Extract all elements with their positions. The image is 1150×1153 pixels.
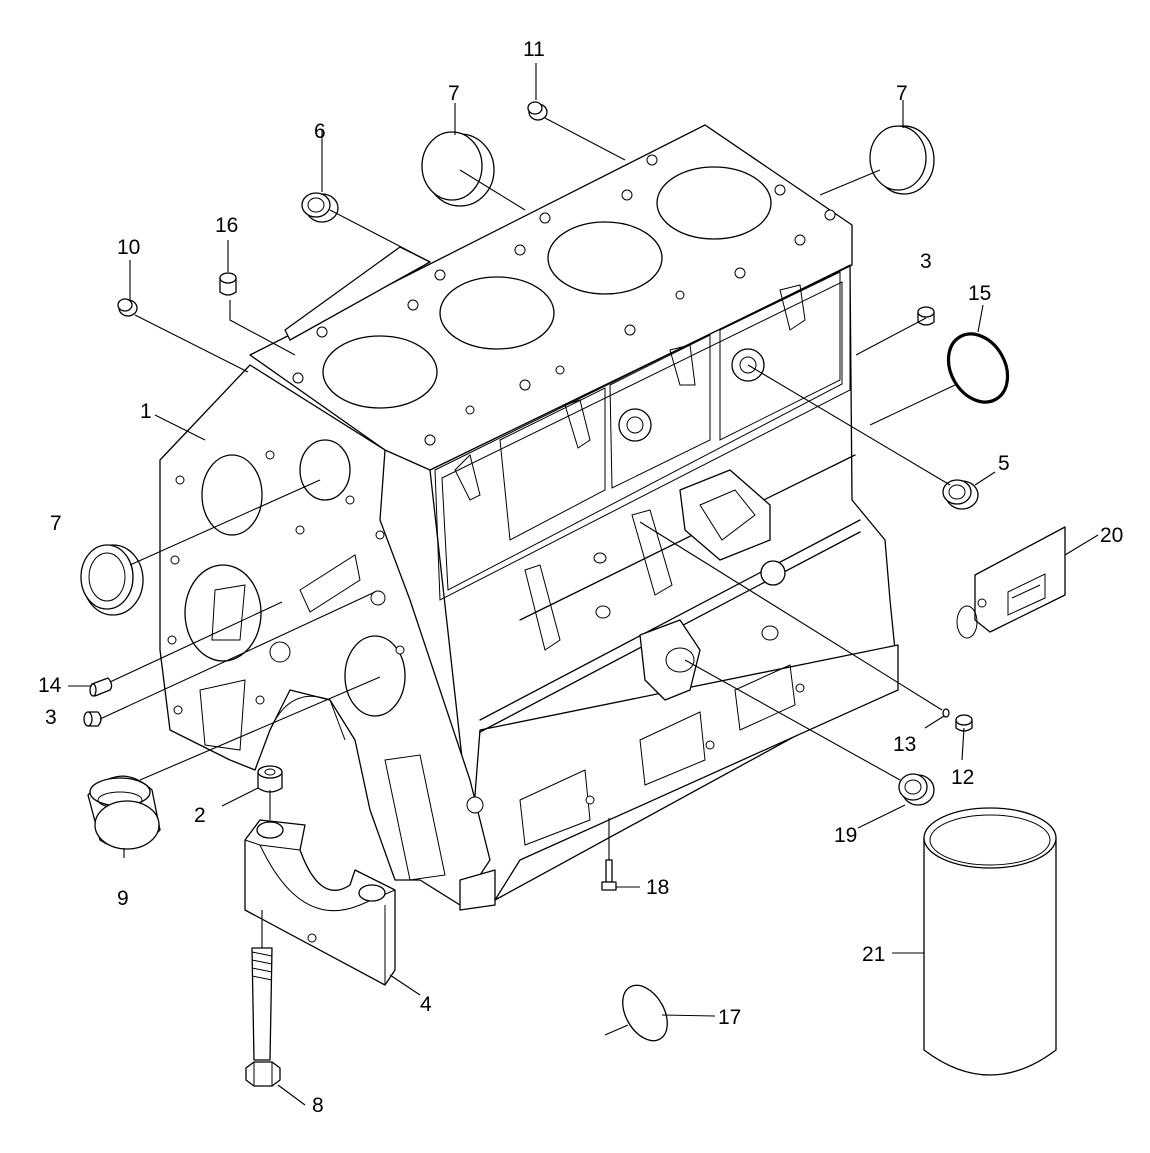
part-3-plug-left xyxy=(83,711,102,727)
callout-6: 6 xyxy=(314,120,326,143)
part-15-o-ring xyxy=(946,332,1010,404)
deck-bolt-holes xyxy=(292,154,836,446)
callout-7-top: 7 xyxy=(448,82,460,105)
part-21-cylinder-liner xyxy=(923,807,1057,1076)
callout-20: 20 xyxy=(1100,524,1123,547)
part-3-plug-right xyxy=(917,306,935,326)
part-10-plug xyxy=(117,298,138,317)
part-11-plug xyxy=(527,101,548,121)
part-16-plug xyxy=(219,272,237,296)
part-8-bolt xyxy=(245,947,281,1087)
part-9-bush xyxy=(87,775,161,850)
part-18-screw xyxy=(601,859,617,891)
callout-2: 2 xyxy=(194,804,206,827)
callout-7-right: 7 xyxy=(896,82,908,105)
callout-labels: 1 2 3 3 4 5 6 7 7 7 8 9 10 11 12 13 14 1… xyxy=(38,38,1123,1117)
part-20-label-plate xyxy=(956,526,1066,639)
callout-3-left: 3 xyxy=(45,706,57,729)
callout-10: 10 xyxy=(117,236,140,259)
part-17-o-ring xyxy=(622,984,668,1042)
callout-8: 8 xyxy=(312,1094,324,1117)
callout-14: 14 xyxy=(38,674,62,697)
callout-21: 21 xyxy=(862,943,885,966)
callout-1: 1 xyxy=(140,400,152,423)
callout-16: 16 xyxy=(215,214,238,237)
part-6-bush xyxy=(301,192,339,223)
callout-11: 11 xyxy=(523,38,545,61)
leader-lines xyxy=(68,63,1099,1106)
callout-18: 18 xyxy=(646,876,669,899)
part-2-collar xyxy=(257,765,283,793)
part-7-plug-right xyxy=(869,125,935,195)
callout-9: 9 xyxy=(117,887,129,910)
callout-5: 5 xyxy=(998,452,1010,475)
part-19-plug xyxy=(898,773,935,806)
part-14-pin xyxy=(89,677,113,697)
callout-4: 4 xyxy=(420,993,432,1016)
part-4-bearing-cap xyxy=(244,819,396,986)
part-7-plug-top xyxy=(421,131,495,207)
callout-19: 19 xyxy=(834,824,857,847)
callout-3-right: 3 xyxy=(920,250,932,273)
callout-13: 13 xyxy=(893,733,916,756)
part-7-plug-left xyxy=(80,544,144,616)
part-12-plug xyxy=(955,714,973,732)
part-5-plug xyxy=(942,479,979,510)
callout-7-left: 7 xyxy=(50,512,62,535)
callout-15: 15 xyxy=(968,282,991,305)
cylinder-block xyxy=(159,124,899,911)
callout-12: 12 xyxy=(951,766,974,789)
callout-17: 17 xyxy=(718,1006,741,1029)
part-13-ball xyxy=(942,708,950,718)
